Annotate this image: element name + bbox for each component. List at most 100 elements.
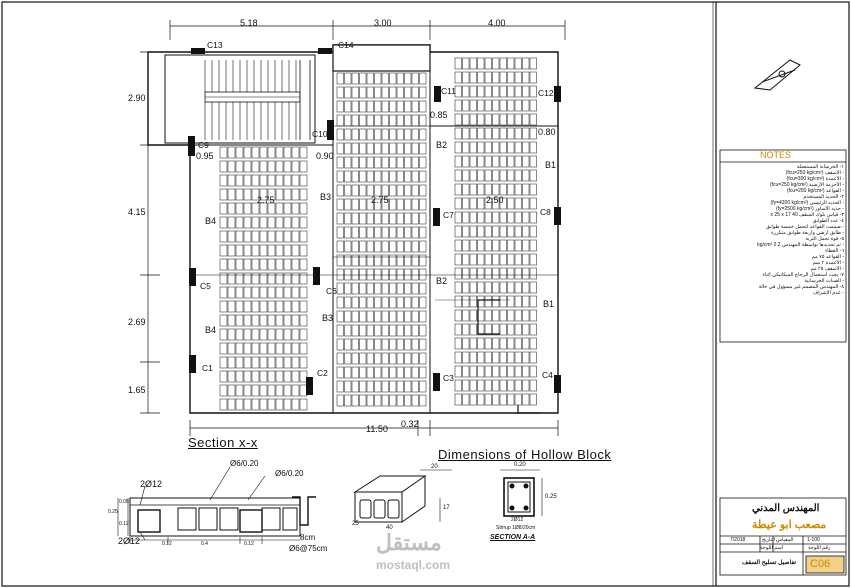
dim-inner-275b: 2.75 [371, 195, 389, 205]
column-c5 [189, 268, 196, 286]
note-line: ٦- الغطاء [824, 248, 844, 254]
beam-label-b4-bottom: B4 [205, 325, 217, 335]
floor-plan [147, 44, 559, 414]
date-value: 7/2018 [730, 537, 746, 543]
note-line: - صممت القواعد لتحمل خمسة طوابق [765, 224, 844, 230]
column-c6 [313, 267, 320, 285]
dim-inner-032: 0.32 [401, 419, 419, 429]
hollow-block-dim-17: 17 [443, 505, 450, 511]
dim-top-1: 5.18 [240, 18, 258, 28]
section-xx-dim-b: 0.4 [201, 541, 208, 547]
dim-left-4: 1.65 [128, 385, 146, 395]
column-c10 [327, 120, 334, 140]
column-label-c5: C5 [200, 281, 211, 291]
hollow-block-dim-40: 40 [386, 525, 393, 531]
note-line: - حديد الأساور (fy=2500 kg/cm²) [775, 206, 844, 212]
section-aa-drawing [500, 469, 543, 517]
column-label-c14: C14 [338, 40, 354, 50]
note-line: - الأعمدة ٢ سم [812, 260, 844, 266]
beam-label-b2-top: B2 [436, 140, 448, 150]
column-label-c10: C10 [312, 129, 328, 139]
column-c3 [433, 373, 440, 391]
note-line: - القواعد (fcu=250 kg/cm²) [786, 188, 844, 194]
beam-label-b2-bottom: B2 [436, 276, 448, 286]
dim-top-2: 3.00 [374, 18, 392, 28]
note-line: ٨- المهندس المصمم غير مسؤول في حالة [758, 284, 844, 290]
sheet-name-label: اسم اللوحة [760, 545, 784, 551]
column-c9 [188, 136, 195, 156]
column-c13 [191, 48, 205, 54]
hollow-block-title: Dimensions of Hollow Block [438, 447, 612, 462]
sheet-name: تفاصيل تسليح السقف [742, 560, 797, 566]
dim-inner-095: 0.95 [196, 151, 214, 161]
title-block-frame [719, 149, 847, 576]
sheet-number: C06 [810, 558, 831, 570]
sheet-number-label: رقم اللوحة [808, 545, 831, 551]
column-c11 [434, 86, 441, 102]
section-xx-drawing [117, 466, 316, 544]
scale-label: المقياس [776, 537, 794, 543]
date-label: التاريخ [762, 537, 775, 543]
note-line: - الأسقف (fcu=250 kg/cm²) [785, 170, 844, 176]
hollow-block-dim-25: 25 [352, 521, 359, 527]
column-label-c2: C2 [317, 368, 328, 378]
column-label-c8: C8 [540, 207, 551, 217]
section-aa-stirrup: Stirrup 1Ø8/20cm [496, 525, 536, 531]
section-aa-width: 0.20 [514, 462, 526, 468]
note-line: - الأسقف ٢٥ مم [810, 266, 844, 272]
dim-top-3: 4.00 [488, 18, 506, 28]
note-line: - تم تحديدها بواسطة المهندس 2.2 kg/cm² [757, 242, 844, 248]
section-xx-dim-d: 0.25 [108, 509, 118, 515]
scale-value: 1-100 [807, 537, 820, 543]
note-line: - الأحزمة الأرضية (fcu=250 kg/cm²) [769, 182, 844, 188]
column-c2 [306, 377, 313, 395]
section-xx-dim-e: 0.12 [119, 521, 129, 527]
column-label-c3: C3 [443, 373, 454, 383]
column-c4 [554, 375, 561, 393]
column-c14 [318, 48, 332, 54]
hollow-block-dim-20: 20 [431, 464, 438, 470]
dimension-lines [140, 20, 566, 436]
note-line: ٢- الحديد المستخدم [803, 194, 844, 200]
notes-body: ١- الخرسانة المستعملة- الأسقف (fcu=250 k… [722, 164, 844, 340]
dim-left-3: 2.69 [128, 317, 146, 327]
dim-inner-090: 0.90 [316, 151, 334, 161]
column-c1 [189, 355, 196, 373]
beam-label-b3-top: B3 [320, 192, 332, 202]
section-xx-dim-a: 0.12 [162, 541, 172, 547]
stair-treads [204, 60, 297, 140]
column-markers [188, 48, 561, 395]
opening-marker [477, 299, 540, 414]
column-c8 [554, 207, 561, 225]
note-line: - الصبات الخرسانية [804, 278, 844, 284]
note-line: - الحديد الرئيسي (fy=4200 kg/cm²) [770, 200, 844, 206]
beam-label-b3-bottom: B3 [322, 313, 334, 323]
hollow-block-grid [219, 57, 537, 411]
note-line: ٤- عدد الطوابق [812, 218, 844, 224]
section-xx-stirrup-a: Ø6/0.20 [230, 459, 259, 468]
note-line: - الأعمدة (fcu=300 kg/cm²) [786, 176, 844, 182]
section-xx-rebar-bottom: 2Ø12 [118, 536, 141, 546]
note-line: ١- الخرسانة المستعملة [796, 164, 844, 170]
dim-left-1: 2.90 [128, 93, 146, 103]
hook-label-spacing: Ø6@75cm [289, 544, 328, 553]
section-aa-title: SECTION A-A [490, 534, 536, 541]
column-label-c7: C7 [443, 210, 454, 220]
note-line: - عدم الإشراف [813, 290, 844, 296]
dim-inner-080: 0.80 [538, 127, 556, 137]
dim-inner-250: 2.50 [486, 195, 504, 205]
watermark-latin: mostaql.com [376, 558, 451, 572]
notes-title: NOTES [760, 150, 792, 160]
column-label-c11: C11 [441, 86, 456, 96]
column-label-c13: C13 [207, 40, 223, 50]
watermark-arabic: مستقل [376, 530, 442, 555]
dim-left-2: 4.15 [128, 207, 146, 217]
office-name: المهندس المدني [752, 503, 820, 514]
column-c12 [554, 86, 561, 102]
beam-label-b1-top: B1 [545, 160, 557, 170]
note-line: - القواعد ٧٥ مم [811, 254, 844, 260]
dim-inner-275a: 2.75 [257, 195, 275, 205]
column-label-c9: C9 [198, 140, 209, 150]
hollow-block-drawing [353, 469, 452, 523]
